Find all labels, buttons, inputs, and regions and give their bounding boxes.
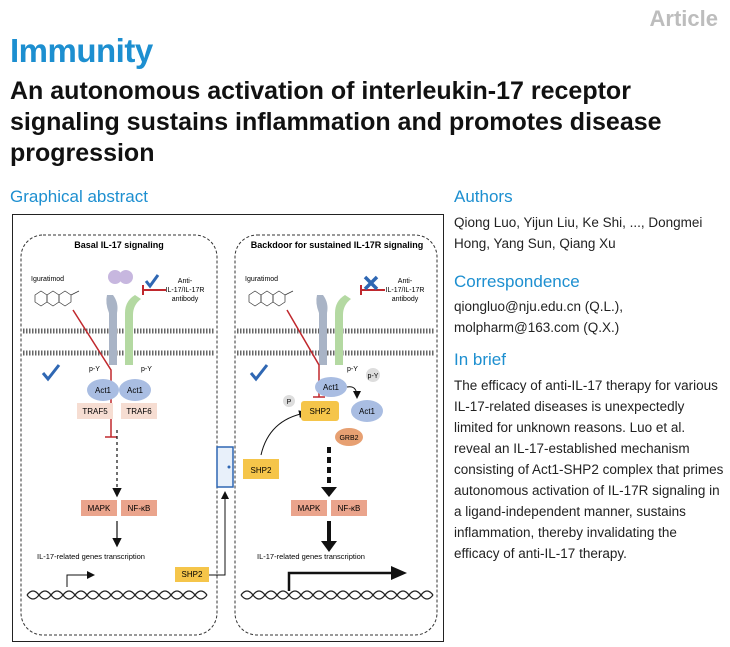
left-cell-membrane <box>23 328 215 356</box>
authors-list: Qiong Luo, Yijun Liu, Ke Shi, ..., Dongm… <box>454 215 703 251</box>
shp2-recruit-arrow <box>260 410 307 456</box>
left-act1-b <box>119 379 151 401</box>
graphical-abstract-svg: Basal IL-17 signaling Iguratimod Anti-IL… <box>20 234 438 636</box>
left-panel-title: Basal IL-17 signaling <box>74 240 164 250</box>
left-act1-a-label: Act1 <box>95 386 112 395</box>
left-py-label-2: p-Y <box>141 366 152 373</box>
right-py-label-1: p-Y <box>347 366 358 373</box>
right-transcription-arrow <box>287 571 393 591</box>
article-type-label: Article <box>649 6 718 31</box>
door-icon <box>216 446 234 488</box>
right-p-label: P <box>287 399 292 406</box>
left-cell-outline <box>20 234 218 636</box>
left-shp2-box <box>175 567 209 582</box>
right-py-label-2: p-Y <box>368 373 379 380</box>
in-brief-heading: In brief <box>454 350 506 369</box>
shp2-translocation-arrow <box>209 491 229 576</box>
left-panel: Basal IL-17 signaling Iguratimod Anti-IL… <box>20 234 218 636</box>
right-il17ra-receptor <box>316 295 328 365</box>
right-act1-arrow <box>346 386 361 399</box>
left-traf6-box <box>121 403 157 419</box>
door-shp2-label: SHP2 <box>251 466 272 475</box>
correspondence-emails: qiongluo@nju.edu.cn (Q.L.), molpharm@163… <box>454 299 624 335</box>
left-traf5-box <box>77 403 113 419</box>
right-shp2-box <box>301 401 339 421</box>
right-cross-icon <box>363 275 379 291</box>
left-py-label-1: p-Y <box>89 366 100 373</box>
left-il17-ligand-b <box>119 270 133 284</box>
right-cell-outline <box>234 234 438 636</box>
left-check-icon <box>144 274 160 289</box>
left-mapk-label: MAPK <box>88 504 111 513</box>
right-drug-label: Iguratimod <box>245 276 278 283</box>
right-check-icon <box>249 364 269 382</box>
paper-title: An autonomous activation of interleukin-… <box>10 77 662 167</box>
correspondence-heading: Correspondence <box>454 272 580 291</box>
left-act1-b-label: Act1 <box>127 386 144 395</box>
left-nfkb-label: NF-κB <box>128 504 151 513</box>
door-shp2-box <box>243 459 279 479</box>
right-il17rc-receptor <box>335 295 351 365</box>
right-py-bubble <box>366 368 380 382</box>
graphical-abstract-figure: Basal IL-17 signaling Iguratimod Anti-IL… <box>12 214 444 642</box>
right-dna-strand-b <box>240 590 434 600</box>
left-il17ra-receptor <box>106 295 118 365</box>
right-mapk-label: MAPK <box>298 504 321 513</box>
journal-name: Immunity <box>10 32 153 69</box>
right-shp2-label: SHP2 <box>310 407 331 416</box>
right-transcription-label: IL-17-related genes transcription <box>257 552 365 561</box>
left-dna-strand-b <box>26 590 208 600</box>
right-iguratimod-molecule-icon <box>248 290 294 307</box>
right-panel: Backdoor for sustained IL-17R signaling … <box>234 234 438 636</box>
right-grb2 <box>335 428 363 446</box>
right-grb2-label: GRB2 <box>339 435 358 442</box>
right-act1-a <box>315 377 347 397</box>
in-brief-text: The efficacy of anti-IL-17 therapy for v… <box>454 378 724 561</box>
left-il17rc-receptor <box>125 295 141 365</box>
left-traf5-label: TRAF5 <box>82 407 108 416</box>
right-nfkb-box <box>331 500 367 516</box>
left-shp2-label: SHP2 <box>182 570 203 579</box>
left-drug-label: Iguratimod <box>31 276 64 283</box>
left-transcription-label: IL-17-related genes transcription <box>37 552 145 561</box>
right-act1-a-label: Act1 <box>323 383 340 392</box>
graphical-abstract-heading: Graphical abstract <box>10 187 148 206</box>
left-dna-strand-a <box>26 590 208 600</box>
left-iguratimod-molecule-icon <box>34 290 80 307</box>
left-act1-a <box>87 379 119 401</box>
left-check-icon-2 <box>41 364 61 382</box>
right-nfkb-label: NF-κB <box>338 504 361 513</box>
left-mapk-box <box>81 500 117 516</box>
left-il17-ligand-a <box>108 270 122 284</box>
right-act1-b-label: Act1 <box>359 407 376 416</box>
authors-heading: Authors <box>454 187 513 206</box>
right-mapk-box <box>291 500 327 516</box>
right-p-bubble <box>283 395 295 407</box>
left-traf6-label: TRAF6 <box>126 407 152 416</box>
right-panel-title: Backdoor for sustained IL-17R signaling <box>251 240 424 250</box>
right-act1-b <box>351 400 383 422</box>
left-nfkb-box <box>121 500 157 516</box>
left-transcription-arrow <box>66 571 95 587</box>
